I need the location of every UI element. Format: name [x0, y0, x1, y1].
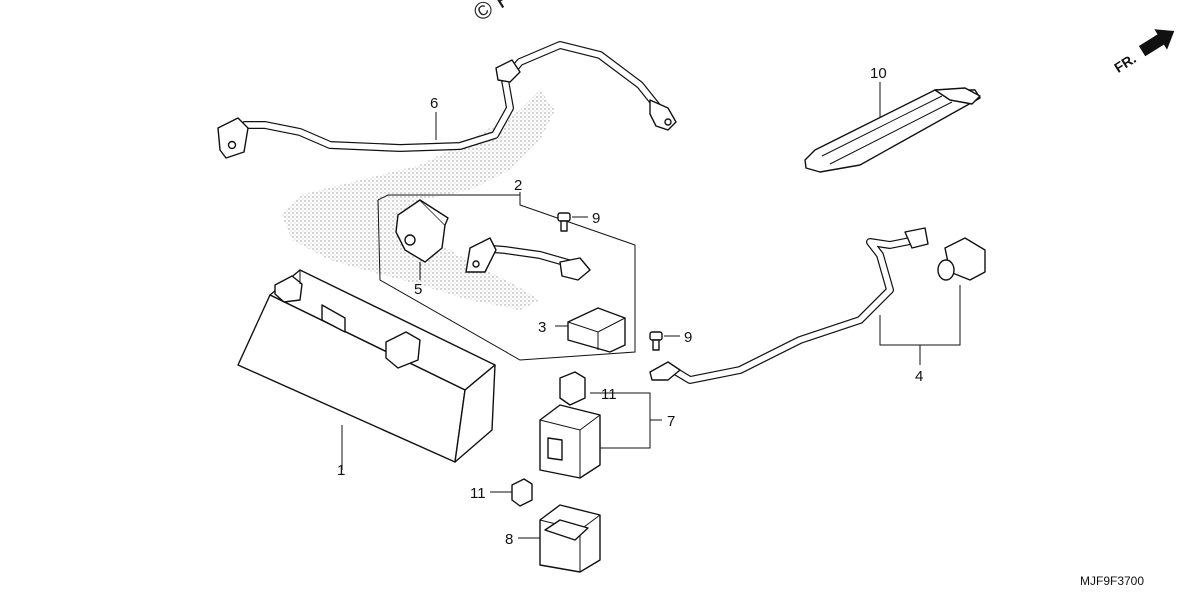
svg-text:FR.: FR. — [1111, 50, 1139, 76]
callout-5: 5 — [414, 281, 422, 298]
callout-9-lower: 9 — [684, 329, 692, 346]
part-3-cover — [555, 307, 626, 353]
kit-outline-2 — [377, 194, 636, 361]
part-1-battery — [237, 269, 496, 470]
callout-6: 6 — [430, 95, 438, 112]
part-6-positive-cable — [217, 41, 677, 159]
front-direction-arrow: FR. — [1111, 29, 1175, 76]
part-7-starter-relay — [539, 371, 662, 479]
part-8-relay-cover — [518, 504, 601, 573]
part-10-battery-strap — [804, 82, 981, 173]
callout-10: 10 — [870, 65, 887, 82]
part-9-bolt-upper — [557, 212, 588, 232]
watermark: © P — [469, 0, 518, 27]
callout-7: 7 — [667, 413, 675, 430]
callout-9-upper: 9 — [592, 210, 600, 227]
part-2-sub-cable — [465, 237, 591, 281]
callout-11-lower: 11 — [470, 485, 486, 502]
callout-1: 1 — [337, 462, 345, 479]
callout-2: 2 — [514, 177, 522, 194]
callout-4: 4 — [915, 368, 923, 385]
part-11-fuse-lower — [490, 478, 533, 507]
callout-11-upper: 11 — [601, 386, 617, 403]
part-9-bolt-lower — [649, 331, 680, 351]
part-5-terminal-cover — [395, 199, 449, 280]
callout-8: 8 — [505, 531, 513, 548]
diagram-code: MJF9F3700 — [1080, 574, 1144, 588]
part-4-negative-cable — [649, 227, 986, 384]
callout-3: 3 — [538, 319, 546, 336]
shading-stipple — [282, 90, 555, 310]
